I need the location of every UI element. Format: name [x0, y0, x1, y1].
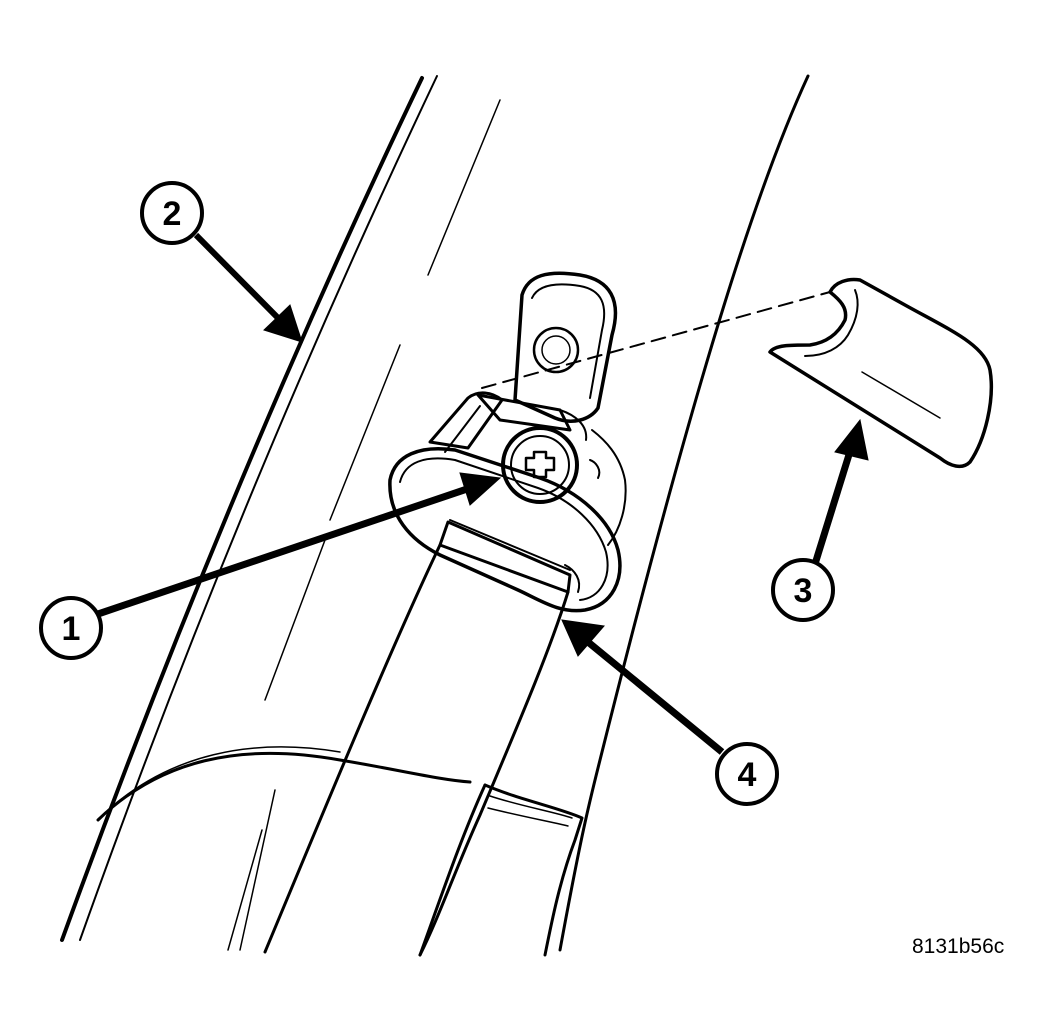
leader-arrow-4 [585, 639, 725, 755]
leader-arrow-1 [96, 484, 472, 618]
arrowhead-1 [459, 472, 502, 506]
callout-4: 4 [715, 742, 779, 806]
arrowhead-3 [834, 418, 869, 461]
belt-sleeve [418, 783, 584, 957]
figure-code: 8131b56c [912, 935, 1005, 958]
callout-3: 3 [771, 558, 835, 622]
anchor-cover [768, 277, 994, 469]
leader-arrow-3 [811, 443, 856, 566]
callout-4-label: 4 [738, 756, 757, 794]
arrowhead-4 [561, 619, 605, 657]
seat-belt-webbing [263, 520, 572, 957]
installation-path-line [481, 291, 831, 389]
callout-1: 1 [39, 596, 103, 660]
callout-3-label: 3 [794, 572, 813, 610]
d-ring-anchor [388, 271, 627, 613]
arrowhead-2 [263, 304, 303, 343]
leader-arrow-2 [193, 232, 285, 325]
leader-arrows [96, 232, 869, 755]
anchor-bolt [501, 426, 579, 504]
pillar-trim [60, 74, 810, 952]
callout-2-label: 2 [163, 195, 182, 233]
callout-2: 2 [140, 181, 204, 245]
callout-1-label: 1 [62, 610, 81, 648]
